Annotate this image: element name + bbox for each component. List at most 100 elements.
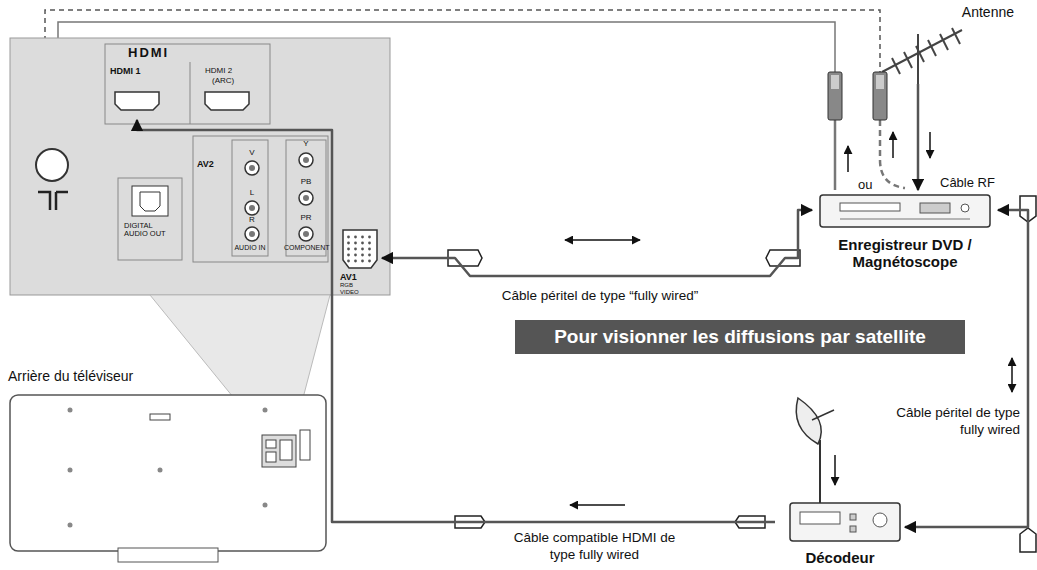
dvd-recorder — [920, 203, 950, 213]
cable-connector — [382, 210, 812, 276]
direction-arrows — [565, 132, 1012, 505]
back-panel — [245, 153, 313, 241]
rf-lines — [834, 120, 837, 190]
decoder — [790, 503, 900, 541]
tv-back — [263, 408, 268, 413]
tv-back — [266, 440, 276, 448]
satellite-dish — [796, 398, 821, 444]
back-panel — [303, 157, 309, 163]
panel-label: HDMI 2 — [205, 67, 232, 76]
panel-label: (ARC) — [212, 77, 234, 86]
satellite-dish — [796, 398, 834, 503]
tv-back — [280, 440, 292, 460]
decoder — [790, 503, 900, 541]
satellite-dish — [812, 410, 834, 420]
antenna — [928, 40, 936, 56]
back-panel — [132, 186, 168, 216]
back-panel — [343, 230, 377, 268]
back-panel — [249, 165, 255, 171]
panel-label: AUDIO IN — [230, 244, 270, 252]
tv-back — [68, 523, 73, 528]
decoder — [873, 513, 887, 527]
panel-label: HDMI — [128, 46, 169, 60]
direction-arrows — [1011, 358, 1013, 392]
panel-label: COMPONENT — [284, 244, 328, 252]
cable-connector — [917, 84, 920, 190]
dvd-recorder — [820, 195, 990, 227]
rf-plugs — [873, 72, 887, 120]
antenna — [882, 28, 962, 84]
rf-plugs — [828, 72, 842, 120]
cable-label: Câble péritel de type fully wired — [895, 405, 1020, 439]
tv-back — [300, 430, 310, 460]
rf-plugs — [876, 75, 884, 89]
panel-label: L — [244, 189, 260, 198]
back-panel — [303, 195, 309, 201]
antenna — [904, 52, 912, 68]
direction-arrows — [565, 239, 640, 241]
back-panel — [245, 161, 259, 175]
panel-label: PR — [298, 214, 314, 223]
tv-back — [118, 548, 218, 562]
tv-back — [68, 468, 73, 473]
dvd-recorder — [961, 204, 969, 212]
node-text: HDMI 1 — [110, 66, 164, 76]
back-panel — [346, 234, 374, 264]
back-panel — [249, 231, 255, 237]
dvd-recorder — [820, 195, 990, 227]
panel-label: PB — [298, 178, 314, 187]
direction-arrows — [834, 455, 836, 485]
antenna-node: Antenne — [870, 2, 1020, 84]
back-panel — [249, 157, 309, 237]
back-panel — [118, 178, 182, 260]
back-panel — [249, 205, 255, 211]
back-panel — [299, 227, 313, 241]
panel-label: R — [244, 216, 260, 225]
cable-label: Câble compatible HDMI de type fully wire… — [502, 530, 687, 564]
section-band: Pour visionner les diffusions par satell… — [515, 320, 965, 354]
back-panel — [190, 62, 191, 124]
antenna — [892, 58, 900, 74]
back-panel — [193, 136, 328, 262]
antenna — [882, 30, 962, 72]
back-panel — [299, 153, 313, 167]
node-text: Antenne — [876, 4, 1014, 20]
back-panel — [38, 192, 68, 210]
panel-label: Y — [298, 140, 314, 149]
direction-arrows — [570, 504, 625, 506]
tv-back — [68, 408, 73, 413]
node-text: VIDEO — [340, 289, 379, 296]
scart-port: AV1RGBVIDEO — [337, 226, 382, 296]
node-text: Arrière du téléviseur — [8, 368, 326, 384]
antenna — [940, 34, 948, 50]
decoder-node: Décodeur — [775, 498, 905, 566]
antenna — [916, 46, 924, 62]
antenna — [952, 28, 960, 44]
tv-back — [150, 414, 170, 420]
back-panel — [105, 44, 270, 124]
back-panel — [232, 140, 268, 256]
back-panel — [299, 191, 313, 205]
decoder — [850, 526, 856, 532]
back-panel — [205, 92, 249, 110]
cable-label: Câble péritel de type “fully wired” — [450, 288, 750, 305]
back-panel — [115, 92, 159, 110]
dvd-recorder — [840, 203, 900, 211]
panel-label: DIGITAL AUDIO OUT — [124, 222, 176, 239]
dvd-recorder-node: Enregistreur DVD / Magnétoscope — [812, 190, 998, 270]
decoder — [850, 514, 856, 520]
satellite-dish — [819, 440, 821, 503]
node-text: Pour visionner les diffusions par satell… — [525, 326, 955, 348]
decoder — [800, 512, 840, 524]
back-panel — [140, 192, 160, 211]
direction-arrows — [847, 146, 849, 172]
antenna — [917, 34, 919, 84]
back-panel — [286, 140, 326, 256]
node-text: AV1 — [340, 272, 379, 282]
hdmi-port: HDMI 1 — [108, 66, 166, 120]
tv-back — [68, 408, 268, 528]
node-text: RGB — [340, 282, 379, 289]
tv-node: Arrière du téléviseur — [6, 368, 328, 564]
